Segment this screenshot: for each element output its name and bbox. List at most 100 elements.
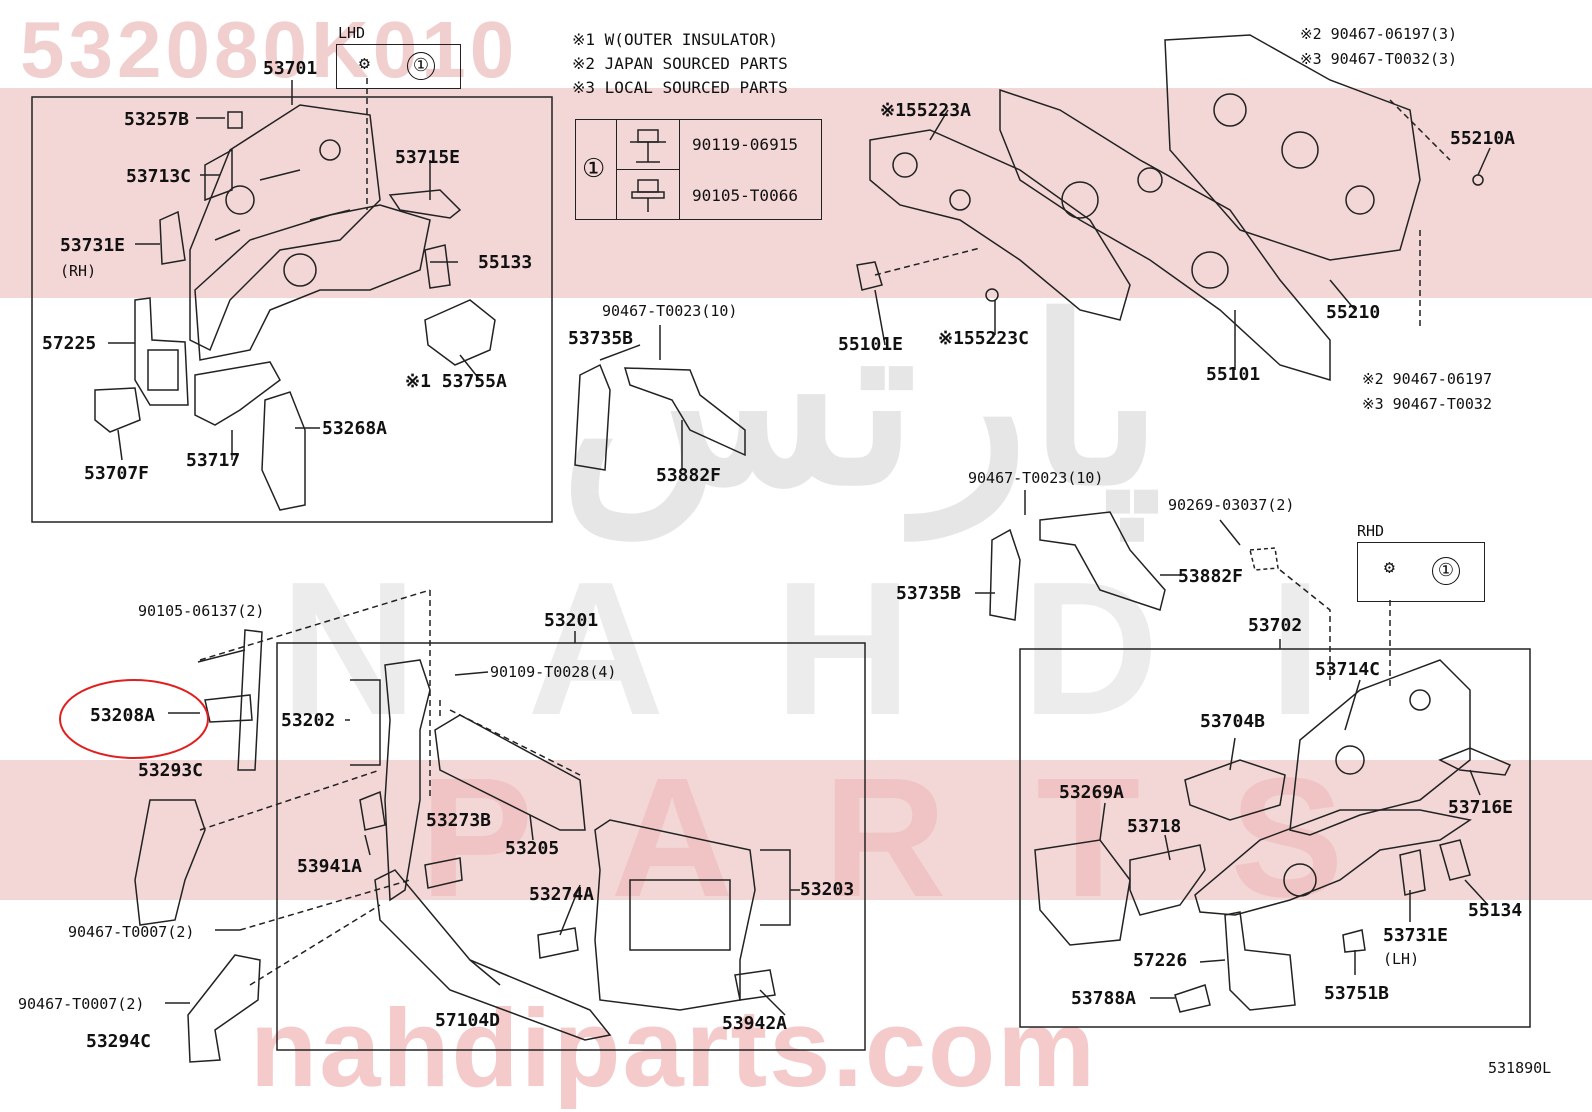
diagram-id: 531890L: [1488, 1059, 1552, 1077]
part-label-53735B-b[interactable]: 53735B: [896, 583, 962, 604]
part-label-53715E[interactable]: 53715E: [395, 147, 461, 168]
part-90269-clip: [1249, 547, 1279, 571]
part-57225: [134, 297, 189, 406]
part-label-53755A[interactable]: ※1 53755A: [405, 371, 507, 392]
part-53716E: [1438, 747, 1512, 776]
part-label-90467-T0032-3[interactable]: ※3 90467-T0032(3): [1300, 50, 1458, 68]
part-label-53203[interactable]: 53203: [800, 879, 855, 900]
part-label-53882F-a[interactable]: 53882F: [656, 465, 722, 486]
part-53274A: [537, 927, 579, 959]
part-label-55134[interactable]: 55134: [1468, 900, 1523, 921]
part-label-57104D[interactable]: 57104D: [435, 1010, 501, 1031]
part-label-53205[interactable]: 53205: [505, 838, 560, 859]
part-label-55101[interactable]: 55101: [1206, 364, 1261, 385]
group-box-53201: [276, 642, 866, 1051]
part-label-55101E[interactable]: 55101E: [838, 334, 904, 355]
part-label-53942A[interactable]: 53942A: [722, 1013, 788, 1034]
part-label-90467-T0023-a[interactable]: 90467-T0023(10): [602, 302, 738, 320]
part-53257B: [227, 111, 243, 129]
lhd-fastener-box: ⚙ ①: [336, 44, 461, 89]
part-53942A: [734, 969, 776, 1001]
part-label-53701[interactable]: 53701: [263, 58, 318, 79]
part-label-55133[interactable]: 55133: [478, 252, 533, 273]
part-apron-rh: [1194, 659, 1472, 916]
part-53269A: [1034, 839, 1131, 946]
part-55210A: [1472, 174, 1484, 186]
part-label-53702[interactable]: 53702: [1248, 615, 1303, 636]
part-label-90467-06197[interactable]: ※2 90467-06197: [1362, 370, 1492, 388]
part-label-53941A[interactable]: 53941A: [297, 856, 363, 877]
part-label-55210A[interactable]: 55210A: [1450, 128, 1516, 149]
part-label-55210[interactable]: 55210: [1326, 302, 1381, 323]
fastener-legend: ① 90119-06915 90105-T0066: [575, 119, 822, 220]
part-label-53714C[interactable]: 53714C: [1315, 659, 1381, 680]
rhd-fastener-box: ⚙ ①: [1357, 542, 1485, 602]
part-53202: [384, 659, 431, 902]
part-label-53718[interactable]: 53718: [1127, 816, 1182, 837]
rhd-label: RHD: [1357, 522, 1385, 540]
part-label-53294C[interactable]: 53294C: [86, 1031, 152, 1052]
note-2: ※2 JAPAN SOURCED PARTS: [572, 54, 788, 73]
part-label-55223C[interactable]: ※155223C: [938, 328, 1029, 349]
part-53731E-lh: [1399, 849, 1426, 896]
part-label-90269-03037[interactable]: 90269-03037(2): [1168, 496, 1295, 514]
part-53704B: [1184, 759, 1286, 821]
part-label-53751B[interactable]: 53751B: [1324, 983, 1390, 1004]
bolt-icon: ⚙: [1384, 557, 1395, 578]
watermark-band-top: [0, 88, 1592, 298]
legend-row-1: 90119-06915: [692, 135, 798, 154]
part-53208A: [204, 629, 263, 771]
part-label-53274A[interactable]: 53274A: [529, 884, 595, 905]
part-53882F-b: [1039, 511, 1166, 611]
part-label-90467-T0007-a[interactable]: 90467-T0007(2): [68, 923, 195, 941]
part-label-53293C[interactable]: 53293C: [138, 760, 204, 781]
part-53718: [1129, 844, 1206, 916]
part-53735B-a: [574, 363, 611, 471]
part-55223C: [985, 288, 999, 302]
part-53788A: [1174, 984, 1211, 1013]
part-53707F: [94, 387, 141, 433]
part-label-90467-T0032[interactable]: ※3 90467-T0032: [1362, 395, 1492, 413]
part-57104D: [374, 869, 612, 1041]
part-label-57226[interactable]: 57226: [1133, 950, 1188, 971]
part-53293C: [134, 799, 206, 926]
part-label-53257B[interactable]: 53257B: [124, 109, 190, 130]
legend-row-2: 90105-T0066: [692, 186, 798, 205]
lhd-label: LHD: [338, 24, 366, 42]
watermark-url: nahdiparts.com: [250, 987, 1098, 1110]
part-label-53707F[interactable]: 53707F: [84, 463, 150, 484]
part-label-53704B[interactable]: 53704B: [1200, 711, 1266, 732]
watermark-band-bottom: [0, 760, 1592, 900]
part-label-53788A[interactable]: 53788A: [1071, 988, 1137, 1009]
part-53717: [194, 361, 281, 426]
part-label-90467-T0007-b[interactable]: 90467-T0007(2): [18, 995, 145, 1013]
part-label-90467-T0023-b[interactable]: 90467-T0023(10): [968, 469, 1104, 487]
part-label-53269A[interactable]: 53269A: [1059, 782, 1125, 803]
note-3: ※3 LOCAL SOURCED PARTS: [572, 78, 788, 97]
part-53715E: [388, 189, 462, 219]
part-53941A: [359, 790, 386, 831]
part-label-53731E-rh[interactable]: 53731E: [60, 235, 126, 256]
part-label-53717[interactable]: 53717: [186, 450, 241, 471]
part-label-53268A[interactable]: 53268A: [322, 418, 388, 439]
part-label-53713C[interactable]: 53713C: [126, 166, 192, 187]
part-label-53735B-a[interactable]: 53735B: [568, 328, 634, 349]
part-label-55223A[interactable]: ※155223A: [880, 100, 971, 121]
part-label-53273B[interactable]: 53273B: [426, 810, 492, 831]
rhd-symbol: ①: [1432, 557, 1460, 585]
part-label-57225[interactable]: 57225: [42, 333, 97, 354]
part-label-53882F-b[interactable]: 53882F: [1178, 566, 1244, 587]
part-label-90467-06197-3[interactable]: ※2 90467-06197(3): [1300, 25, 1458, 43]
part-label-53731E-lh[interactable]: 53731E: [1383, 925, 1449, 946]
part-53751B: [1342, 929, 1366, 953]
part-53755A: [424, 299, 496, 366]
part-label-53201[interactable]: 53201: [544, 610, 599, 631]
part-label-53716E[interactable]: 53716E: [1448, 797, 1514, 818]
part-label-90109-T0028[interactable]: 90109-T0028(4): [490, 663, 617, 681]
part-label-53208A[interactable]: 53208A: [90, 705, 156, 726]
note-1: ※1 W(OUTER INSULATOR): [572, 30, 779, 49]
part-55134: [1439, 839, 1471, 881]
part-label-53202[interactable]: 53202: [281, 710, 336, 731]
part-label-90105-06137[interactable]: 90105-06137(2): [138, 602, 265, 620]
group-box-53702: [1019, 648, 1531, 1028]
